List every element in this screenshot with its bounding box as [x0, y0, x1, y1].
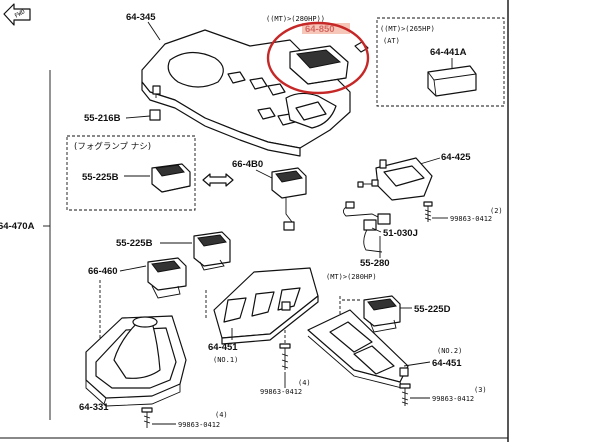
red-highlight-circle: [266, 21, 370, 95]
cond-at: (AT): [383, 37, 400, 45]
highlighted-switch: [289, 41, 369, 85]
svg-text:66-4B0: 66-4B0: [232, 159, 263, 170]
label-55-280: 55-280 (MT)>(280HP): [326, 236, 390, 281]
svg-text:55-225B: 55-225B: [116, 238, 153, 249]
shift-boot-64-331: 64-331: [79, 315, 187, 413]
svg-text:64-470A: 64-470A: [0, 221, 35, 232]
svg-text:(3): (3): [474, 386, 487, 394]
svg-text:(4): (4): [215, 411, 228, 419]
svg-text:99863-0412: 99863-0412: [260, 388, 302, 396]
svg-text:64-451: 64-451: [432, 358, 462, 369]
cond-mt-265hp: ((MT)>(265HP): [380, 25, 435, 33]
svg-text:55-280: 55-280: [360, 258, 390, 269]
fog-lamp-box: (フォグランプ ナシ) 55-225B: [66, 135, 196, 211]
screw-99863-bottom: 99863-0412 (4): [141, 407, 228, 429]
plate-64-451-no1: 64-451 (NO.1): [208, 267, 319, 364]
no1-label: (NO.1): [213, 356, 238, 364]
svg-text:99863-0412: 99863-0412: [178, 421, 220, 429]
screw-99863-top: 99863-0412 (2): [423, 201, 503, 223]
variant-box-at: ((MT)>(265HP) (AT) 64-441A: [376, 17, 505, 107]
svg-text:64-331: 64-331: [79, 402, 109, 413]
svg-text:(2): (2): [490, 207, 503, 215]
switch-66-460: 66-460: [88, 257, 187, 299]
svg-text:(4): (4): [298, 379, 311, 387]
svg-text:64-345: 64-345: [126, 12, 156, 23]
label-55-225b-top: 55-225B: [82, 172, 119, 183]
screw-99863-right: (3) 99863-0412: [399, 383, 487, 406]
svg-text:55-216B: 55-216B: [84, 113, 121, 124]
svg-text:51-030J: 51-030J: [383, 228, 418, 239]
svg-text:99863-0412: 99863-0412: [432, 395, 474, 403]
switch-55-225b-mid: 55-225B: [116, 231, 231, 271]
svg-text:99863-0412: 99863-0412: [450, 215, 492, 223]
label-64-470a: 64-470A: [0, 221, 50, 232]
svg-text:64-425: 64-425: [441, 152, 471, 163]
switch-66-4b0: 66-4B0: [232, 159, 307, 231]
fwd-arrow: FWD: [3, 3, 31, 26]
fwd-label: FWD: [14, 8, 27, 20]
svg-text:64-451: 64-451: [208, 342, 238, 353]
swap-arrow: [202, 173, 234, 187]
screw-99863-mid: (4) 99863-0412: [260, 330, 311, 396]
fog-note: (フォグランプ ナシ): [74, 141, 151, 152]
label-64-441a: 64-441A: [430, 47, 467, 58]
clip-55-216b: [149, 85, 161, 121]
label-64-345: 64-345: [126, 12, 161, 41]
cond-mt-280hp-top: ((MT)>(280HP)): [266, 15, 325, 23]
no2-label: (NO.2): [437, 347, 462, 355]
svg-text:66-460: 66-460: [88, 266, 118, 277]
cond-mt-280hp-mid: (MT)>(280HP): [326, 273, 377, 281]
switch-55-225d: 55-225D: [339, 295, 451, 333]
harness-51-030j: 51-030J: [343, 201, 418, 253]
label-55-216b: 55-216B: [84, 113, 151, 124]
bracket-64-425: 64-425: [357, 152, 471, 201]
highlight-label-box: 64-850: [302, 23, 350, 35]
svg-text:64-850: 64-850: [305, 24, 335, 35]
svg-text:55-225D: 55-225D: [414, 304, 451, 315]
